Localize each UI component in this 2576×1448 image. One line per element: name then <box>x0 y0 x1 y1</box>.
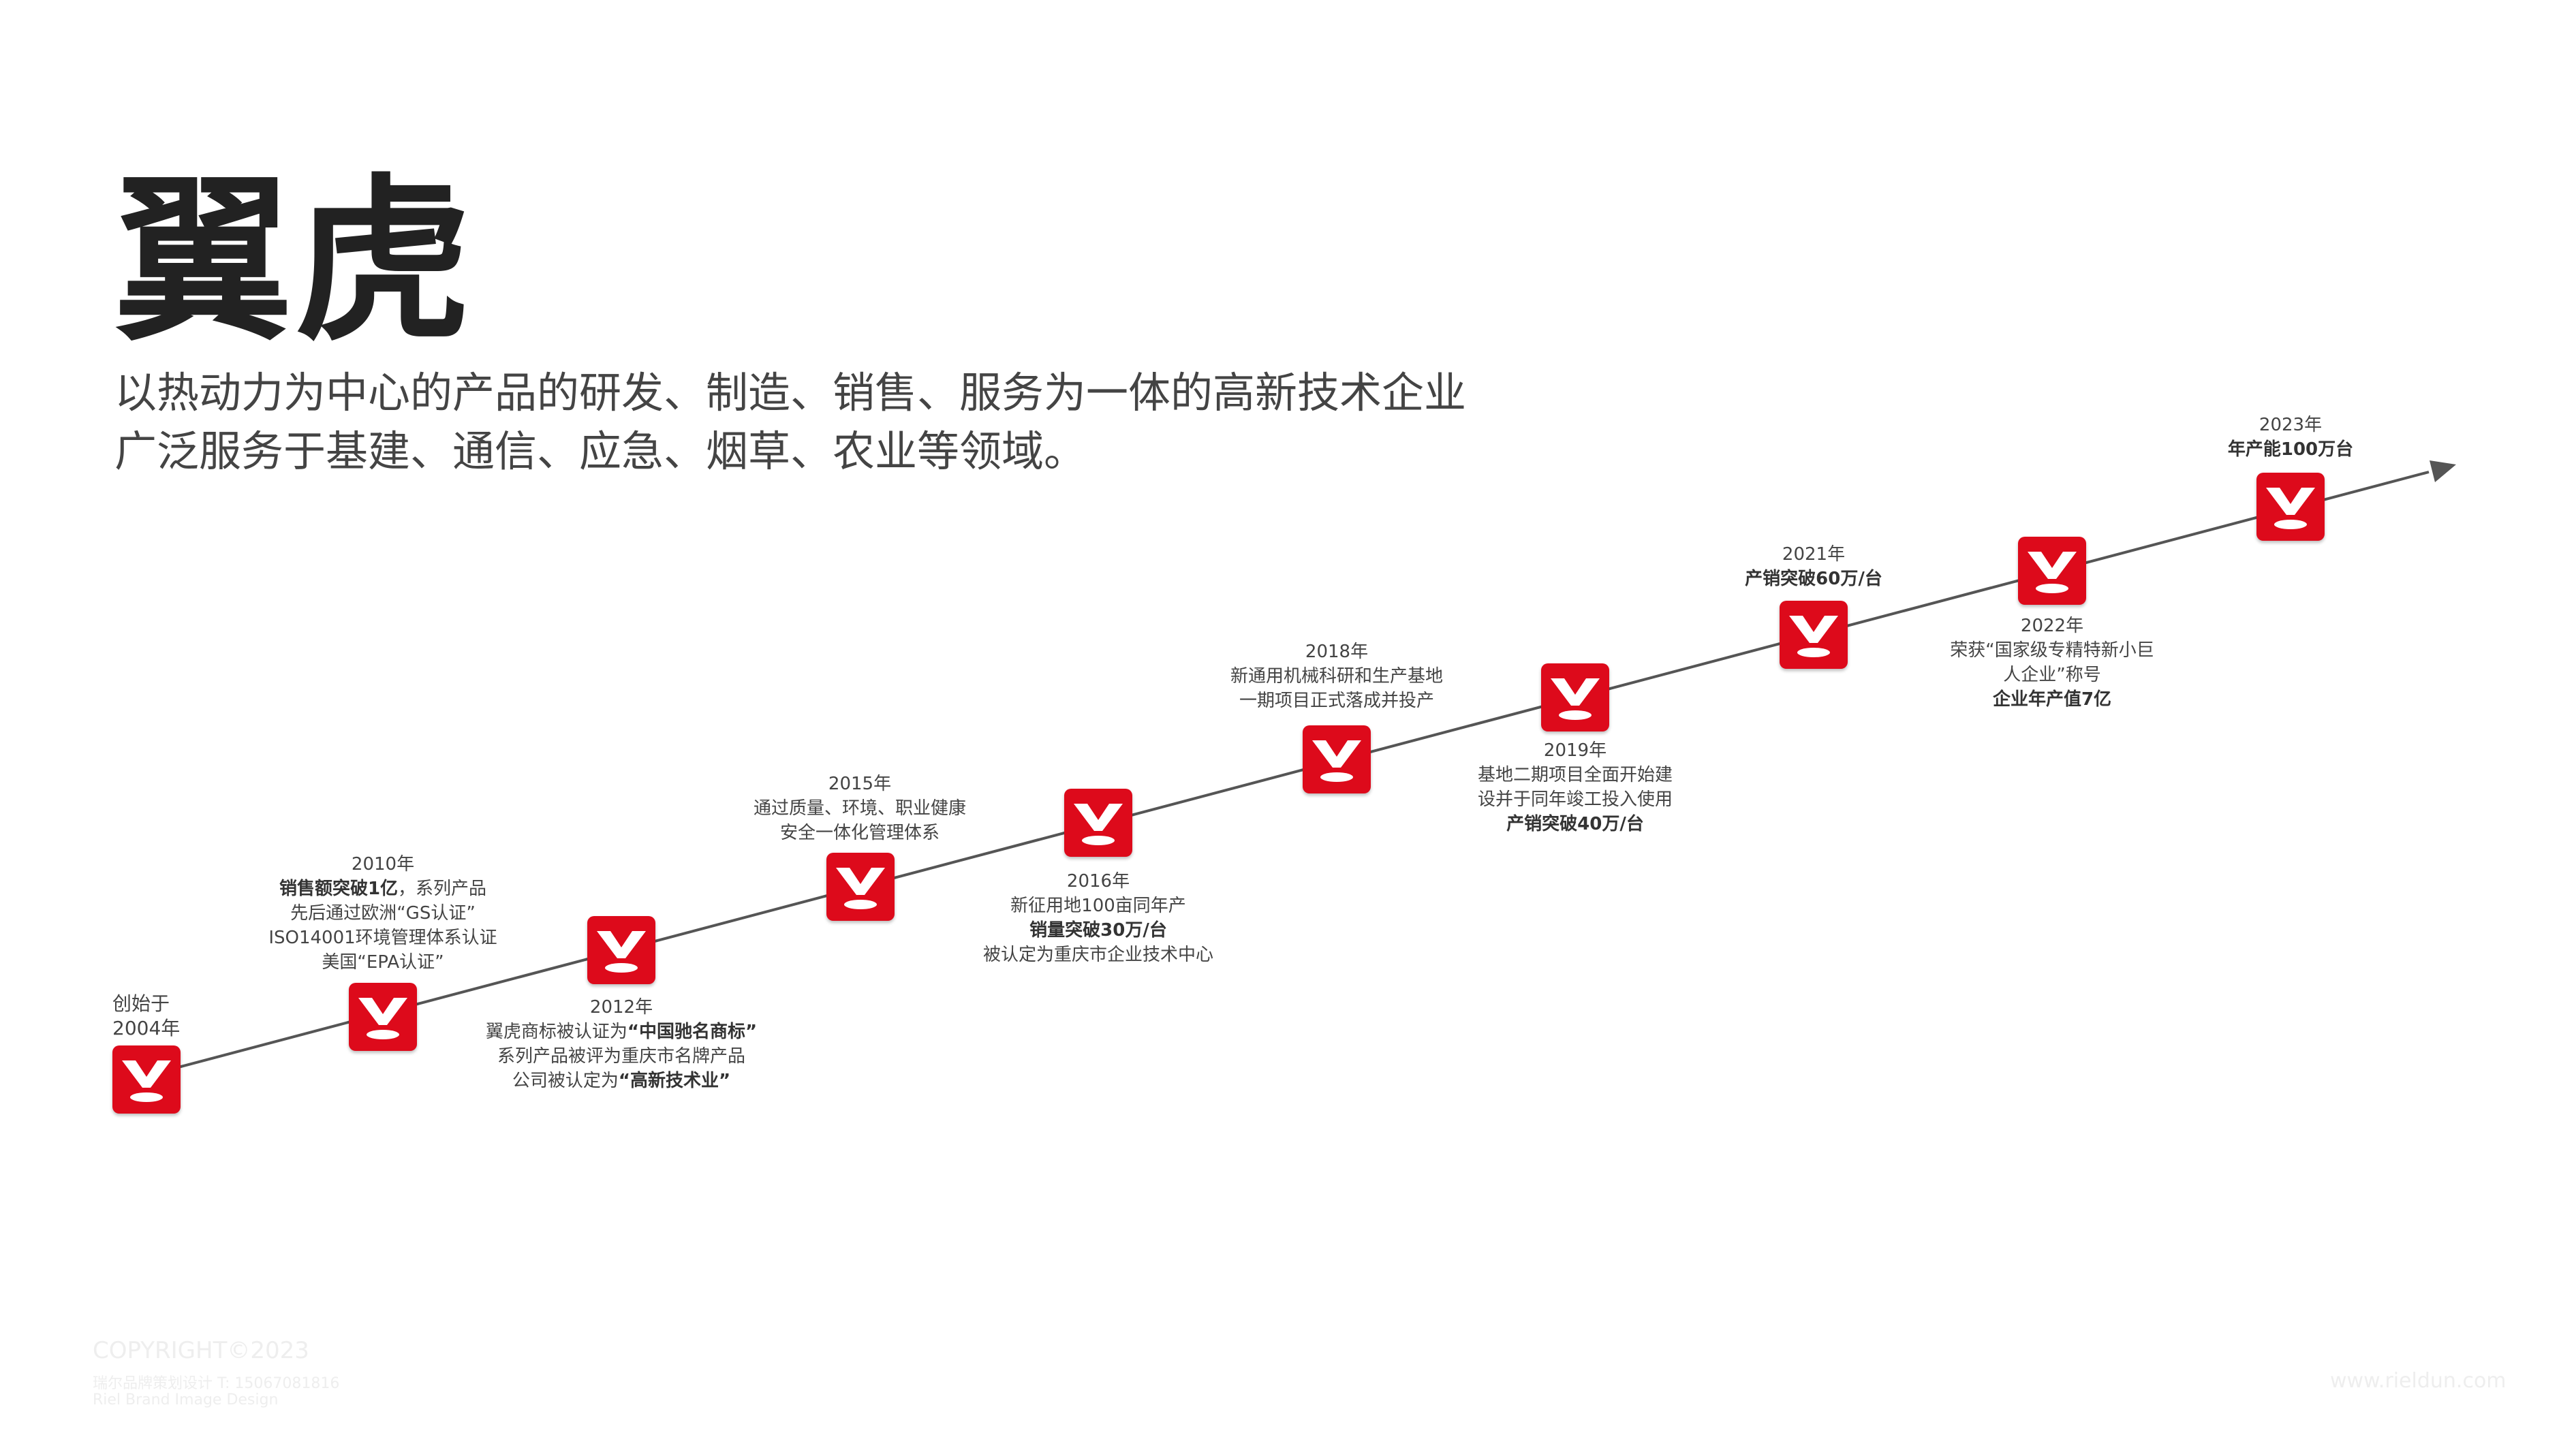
milestone-year: 2018年 <box>1305 642 1369 662</box>
brand-subtitle-line2: 广泛服务于基建、通信、应急、烟草、农业等领域。 <box>114 426 1087 476</box>
yihu-logo-icon <box>1780 601 1848 669</box>
milestone-text-part: 美国 <box>322 952 358 973</box>
milestone-year: 2010年 <box>351 854 415 875</box>
milestone-line: 公司被认定为高新技术业 <box>486 1069 757 1093</box>
milestone-label: 2018年新通用机械科研和生产基地一期项目正式落成并投产 <box>1230 640 1443 713</box>
milestone-line: 创始于 <box>112 992 170 1015</box>
milestone-line: 销量突破30万/台 <box>1029 920 1167 941</box>
milestone-line: 新征用地100亩同年产 <box>1010 896 1186 916</box>
milestone-label: 2022年荣获“国家级专精特新小巨人企业”称号企业年产值7亿 <box>1950 614 2154 712</box>
milestone-year: 2022年 <box>2020 616 2084 636</box>
milestone-line: 荣获“国家级专精特新小巨 <box>1950 638 2154 663</box>
brand-title: 翼虎 <box>114 159 474 365</box>
milestone-label: 2010年销售额突破1亿，系列产品先后通过欧洲GS认证ISO14001环境管理体… <box>268 852 497 975</box>
milestone-year: 2004年 <box>112 1017 181 1039</box>
milestone-label: 2019年基地二期项目全面开始建设并于同年竣工投入使用产销突破40万/台 <box>1478 738 1673 836</box>
milestone-year: 2023年 <box>2259 415 2323 435</box>
milestone-text-part: 荣获“国家级专精特新小巨 <box>1950 640 2154 661</box>
milestone-line: 系列产品被评为重庆市名牌产品 <box>497 1046 745 1067</box>
footer-website: www.rieldun.com <box>2330 1369 2507 1393</box>
milestone-text-part: 高新技术业 <box>619 1071 730 1091</box>
footer-copyright: COPYRIGHT©2023 <box>93 1337 309 1364</box>
milestone-line: 产销突破60万/台 <box>1745 569 1882 589</box>
milestone-year: 2015年 <box>828 774 892 794</box>
milestone-text-part: 中国驰名商标 <box>627 1022 757 1042</box>
milestone-text-part: EPA认证 <box>357 952 444 973</box>
milestone-line: 安全一体化管理体系 <box>779 823 940 843</box>
yihu-logo-icon <box>1064 789 1132 857</box>
milestone-year: 2019年 <box>1543 740 1607 761</box>
yihu-logo-icon <box>2018 537 2086 605</box>
yihu-logo-icon <box>1303 725 1371 793</box>
milestone-text-part: 先后通过欧洲 <box>290 903 397 924</box>
milestone-label: 2023年年产能100万台 <box>2228 413 2353 462</box>
milestone-text-part: ，系列产品 <box>398 879 487 899</box>
milestone-line: 通过质量、环境、职业健康 <box>753 798 967 819</box>
milestone-line: 被认定为重庆市企业技术中心 <box>982 945 1214 965</box>
milestone-line: 年产能100万台 <box>2227 439 2354 460</box>
milestone-line: 产销突破40万/台 <box>1506 814 1644 834</box>
milestone-text-part: 销售额突破1亿 <box>279 879 399 899</box>
milestone-line: 设并于同年竣工投入使用 <box>1477 789 1673 810</box>
brand-subtitle-line1: 以热动力为中心的产品的研发、制造、销售、服务为一体的高新技术企业 <box>114 368 1467 418</box>
milestone-label: 2016年新征用地100亩同年产销量突破30万/台被认定为重庆市企业技术中心 <box>983 869 1213 967</box>
milestone-line: 人企业”称号 <box>1950 663 2154 687</box>
milestone-text-part: 翼虎商标被认证为 <box>485 1022 627 1042</box>
milestone-text-part: GS认证 <box>397 903 476 924</box>
yihu-logo-icon <box>1541 663 1609 731</box>
yihu-logo-icon <box>112 1045 181 1114</box>
milestone-line: 企业年产值7亿 <box>1992 689 2112 710</box>
milestone-year: 2021年 <box>1782 544 1846 565</box>
milestone-line: 基地二期项目全面开始建 <box>1477 765 1673 785</box>
yihu-logo-icon <box>349 983 417 1051</box>
milestone-label: 2015年通过质量、环境、职业健康安全一体化管理体系 <box>754 772 966 845</box>
yihu-logo-icon <box>587 916 655 984</box>
milestone-text-part: 人企业”称号 <box>2003 665 2101 685</box>
yihu-logo-icon <box>2256 473 2325 541</box>
footer-contact: 瑞尔品牌策划设计 T: 15067081816 <box>93 1375 340 1392</box>
milestone-line: 新通用机械科研和生产基地 <box>1230 666 1444 687</box>
milestone-label: 2021年产销突破60万/台 <box>1745 542 1882 591</box>
milestone-line: 销售额突破1亿，系列产品 <box>268 877 497 901</box>
milestone-line: 先后通过欧洲GS认证 <box>268 901 497 926</box>
milestone-year: 2016年 <box>1066 871 1130 892</box>
milestone-label: 2012年翼虎商标被认证为中国驰名商标系列产品被评为重庆市名牌产品公司被认定为高… <box>486 995 757 1093</box>
yihu-logo-icon <box>826 853 895 921</box>
milestone-line: 一期项目正式落成并投产 <box>1239 691 1435 711</box>
milestone-line: 美国EPA认证 <box>268 950 497 975</box>
milestone-line: ISO14001环境管理体系认证 <box>268 928 497 948</box>
footer-brand-line: Riel Brand Image Design <box>93 1391 279 1408</box>
milestone-line: 翼虎商标被认证为中国驰名商标 <box>486 1020 757 1044</box>
milestone-year: 2012年 <box>589 997 653 1018</box>
milestone-text-part: 公司被认定为 <box>512 1071 619 1091</box>
